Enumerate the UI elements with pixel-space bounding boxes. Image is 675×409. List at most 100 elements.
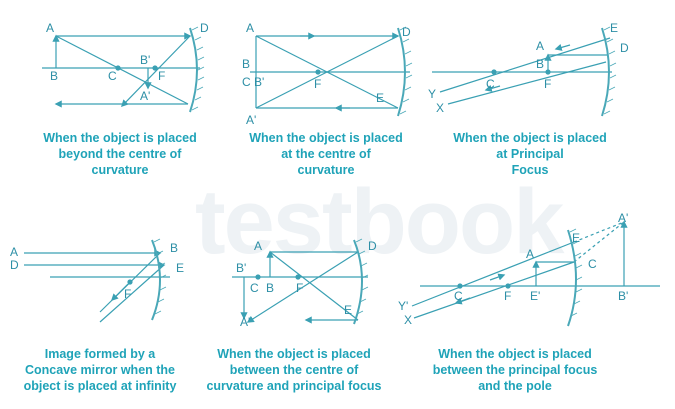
label-a-prime: A' <box>246 113 256 127</box>
reflected-ray <box>413 261 575 319</box>
label-b: B <box>266 281 274 295</box>
caption-line: When the object is placed <box>438 347 592 361</box>
panel-between-f-p <box>411 220 660 327</box>
label-y-prime: Y' <box>398 299 408 313</box>
ray-through-c <box>439 37 611 93</box>
caption-line: between the centre of <box>229 363 359 377</box>
arrow-head <box>554 43 571 51</box>
point-c <box>255 274 261 280</box>
mirror-hatching <box>603 26 617 115</box>
reflected-ray <box>120 35 191 108</box>
arrow-head <box>489 273 506 281</box>
mirror-hatching <box>355 238 369 315</box>
caption-infinity: Image formed by a Concave mirror when th… <box>6 346 194 394</box>
point-f <box>315 69 321 75</box>
caption-between-f-p: When the object is placed between the pr… <box>412 346 618 394</box>
mirror-hatching <box>191 26 205 111</box>
ray-through-f <box>269 251 359 321</box>
panel-between-c-f <box>232 238 369 325</box>
concave-mirror <box>601 27 610 117</box>
panel-infinity <box>24 238 170 323</box>
label-f: F <box>504 289 511 303</box>
caption-at-c: When the object is placed at the centre … <box>228 130 424 178</box>
label-a-prime: A' <box>618 211 628 225</box>
caption-line: When the object is placed <box>217 347 371 361</box>
caption-line: between the principal focus <box>432 363 598 377</box>
label-b: B <box>536 57 544 71</box>
label-a-prime: A' <box>140 89 150 103</box>
mirror-hatching <box>399 26 413 115</box>
mirror-hatching <box>153 238 167 315</box>
caption-line: When the object is placed <box>43 131 197 145</box>
caption-line: and the pole <box>478 379 552 393</box>
label-e: E <box>376 91 384 105</box>
concave-mirror <box>151 239 161 321</box>
label-d: D <box>10 258 19 272</box>
reflected-ray <box>447 61 607 105</box>
caption-line: curvature and principal focus <box>206 379 382 393</box>
label-e-prime: E' <box>530 289 540 303</box>
label-e: E <box>572 231 580 245</box>
panel-at-f <box>432 26 617 117</box>
reflected-ray <box>255 35 399 109</box>
label-e: E <box>344 303 352 317</box>
point-c <box>491 69 497 75</box>
label-a: A <box>536 39 544 53</box>
label-y: Y <box>428 87 436 101</box>
virtual-ray <box>573 221 625 263</box>
label-f: F <box>158 69 165 83</box>
caption-line: at Principal <box>496 147 564 161</box>
caption-line: curvature <box>91 163 149 177</box>
mirror-hatching <box>569 228 583 317</box>
reflected-ray <box>99 264 165 323</box>
concave-mirror <box>567 229 577 327</box>
point-f <box>295 274 301 280</box>
watermark: testbook <box>195 171 564 273</box>
label-e: E <box>610 21 618 35</box>
label-a: A <box>246 21 254 35</box>
label-d: D <box>200 21 209 35</box>
label-d: D <box>368 239 377 253</box>
caption-between-c-f: When the object is placed between the ce… <box>196 346 392 394</box>
label-a: A <box>254 239 262 253</box>
label-b-prime: B' <box>618 289 628 303</box>
label-a: A <box>46 21 54 35</box>
caption-line: When the object is placed <box>249 131 403 145</box>
caption-line: object is placed at infinity <box>23 379 177 393</box>
caption-line: curvature <box>297 163 355 177</box>
label-e: E <box>176 261 184 275</box>
ray-through-c <box>55 35 189 105</box>
concave-mirror <box>189 27 198 113</box>
point-c <box>457 283 463 289</box>
incident-ray-c <box>411 241 575 307</box>
arrow-head <box>454 297 471 305</box>
concave-mirror <box>353 239 363 325</box>
reflected-ray <box>246 251 359 323</box>
label-c: C <box>486 77 495 91</box>
caption-beyond-c: When the object is placed beyond the cen… <box>22 130 218 178</box>
panel-at-c <box>250 26 413 117</box>
label-b-prime: B' <box>236 261 246 275</box>
arrow-head <box>484 84 501 92</box>
point-f <box>152 65 158 71</box>
caption-line: When the object is placed <box>453 131 607 145</box>
label-x: X <box>436 101 444 115</box>
label-c: C <box>108 69 117 83</box>
label-b: B <box>170 241 178 255</box>
point-f <box>505 283 511 289</box>
caption-line: beyond the centre of <box>58 147 182 161</box>
label-a: A <box>10 245 18 259</box>
label-d: D <box>402 25 411 39</box>
label-c-b-prime: C B' <box>242 75 264 89</box>
label-x: X <box>404 313 412 327</box>
label-c-center: C <box>588 257 597 271</box>
caption-line: Focus <box>511 163 549 177</box>
label-b-prime: B' <box>140 53 150 67</box>
virtual-ray <box>573 221 625 243</box>
label-f: F <box>124 287 131 301</box>
point-f <box>127 279 133 285</box>
panel-beyond-c <box>42 26 205 113</box>
label-d: D <box>620 41 629 55</box>
label-f: F <box>314 77 321 91</box>
